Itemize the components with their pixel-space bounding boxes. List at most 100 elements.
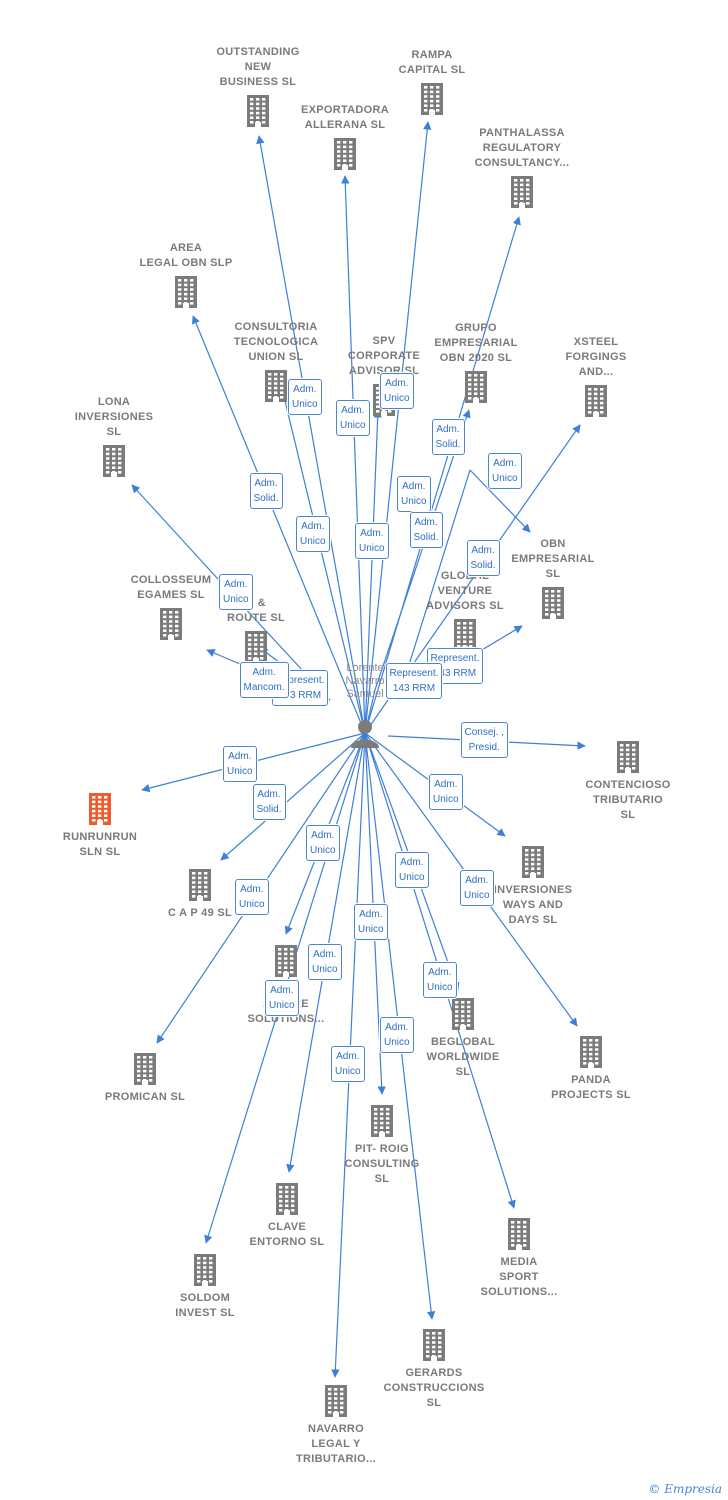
building-icon-wrap [453,845,613,879]
company-label-line: GLOBAL [440,570,490,582]
company-label-line: DAYS SL [508,914,558,926]
company-label-line: MEDIA [500,1256,538,1268]
company-label-line: CONSULTANCY... [474,157,570,169]
building-icon-wrap [207,1182,367,1216]
company-node-cap49[interactable]: C A P 49 SL [120,868,280,921]
building-icon [617,741,639,773]
relation-tag: Adm.Unico [423,962,457,998]
building-icon [585,385,607,417]
company-label-line: LONA [97,396,131,408]
relation-tag: Adm.Solid. [409,512,443,548]
relation-tag: Adm.Mancom. [239,662,289,698]
building-icon [542,587,564,619]
company-label-line: SL [106,426,122,438]
building-icon-wrap [439,1217,599,1251]
company-label-line: INVEST SL [175,1307,235,1319]
company-label-line: LEGAL Y [311,1438,361,1450]
building-icon-wrap [256,1384,416,1418]
building-icon [522,846,544,878]
company-label-line: SL [620,809,636,821]
building-icon-wrap [302,1104,462,1138]
relation-tag-line: Adm. [385,1022,409,1033]
company-label-line: CONSULTING [344,1158,420,1170]
company-label: PROMICAN SL [65,1090,225,1105]
edge-cap49 [220,732,366,861]
relation-tag-line: Adm. [254,478,278,489]
person-node[interactable] [349,717,381,754]
edge-area [191,315,366,734]
relation-tag-line: Adm. [224,579,248,590]
company-label-line: AREA [169,242,203,254]
building-icon-wrap [20,792,180,826]
relation-tag: Adm.Unico [460,870,494,906]
building-icon-wrap [473,586,633,620]
edge-exportadora [341,175,366,734]
company-label-line: SPORT [499,1271,539,1283]
company-label-line: ROUTE SL [226,612,285,624]
building-icon-wrap [352,82,512,116]
relation-tag-line: Solid. [470,560,496,571]
company-label-line: PIT- ROIG [354,1143,410,1155]
relation-tag: Adm.Unico [331,1046,365,1082]
building-icon-wrap [34,444,194,478]
building-icon [508,1218,530,1250]
relation-tag: Adm.Unico [223,746,257,782]
company-node-kroute[interactable]: K &ROUTE SL [176,596,336,664]
building-icon-wrap [354,1328,514,1362]
building-icon-wrap [176,630,336,664]
edge-rampa [364,121,432,734]
relation-tag-line: Unico [358,924,384,935]
relation-tag-line: Adm. [341,405,365,416]
building-icon-wrap [125,1253,285,1287]
empresia-watermark: © Empresia [648,1482,722,1496]
relation-tag-line: Adm. [465,875,489,886]
building-icon-wrap [548,740,708,774]
company-label-line: SL [545,568,561,580]
relation-tag: Adm.Unico [219,574,253,610]
relation-tag: Adm.Unico [296,516,330,552]
relation-tag-line: Mancom. [243,682,285,693]
company-label-line: RAMPA [411,49,453,61]
building-icon-wrap [120,868,280,902]
company-node-promican[interactable]: PROMICAN SL [65,1052,225,1105]
relation-tag-line: Unico [239,899,265,910]
building-icon [371,1105,393,1137]
company-label-line: FORGINGS [565,351,627,363]
building-icon [452,998,474,1030]
relation-tag: Adm.Unico [336,400,370,436]
relation-tag: Adm.Unico [354,904,388,940]
company-label-line: SL [426,1397,442,1409]
relation-tag-line: Unico [359,543,385,554]
